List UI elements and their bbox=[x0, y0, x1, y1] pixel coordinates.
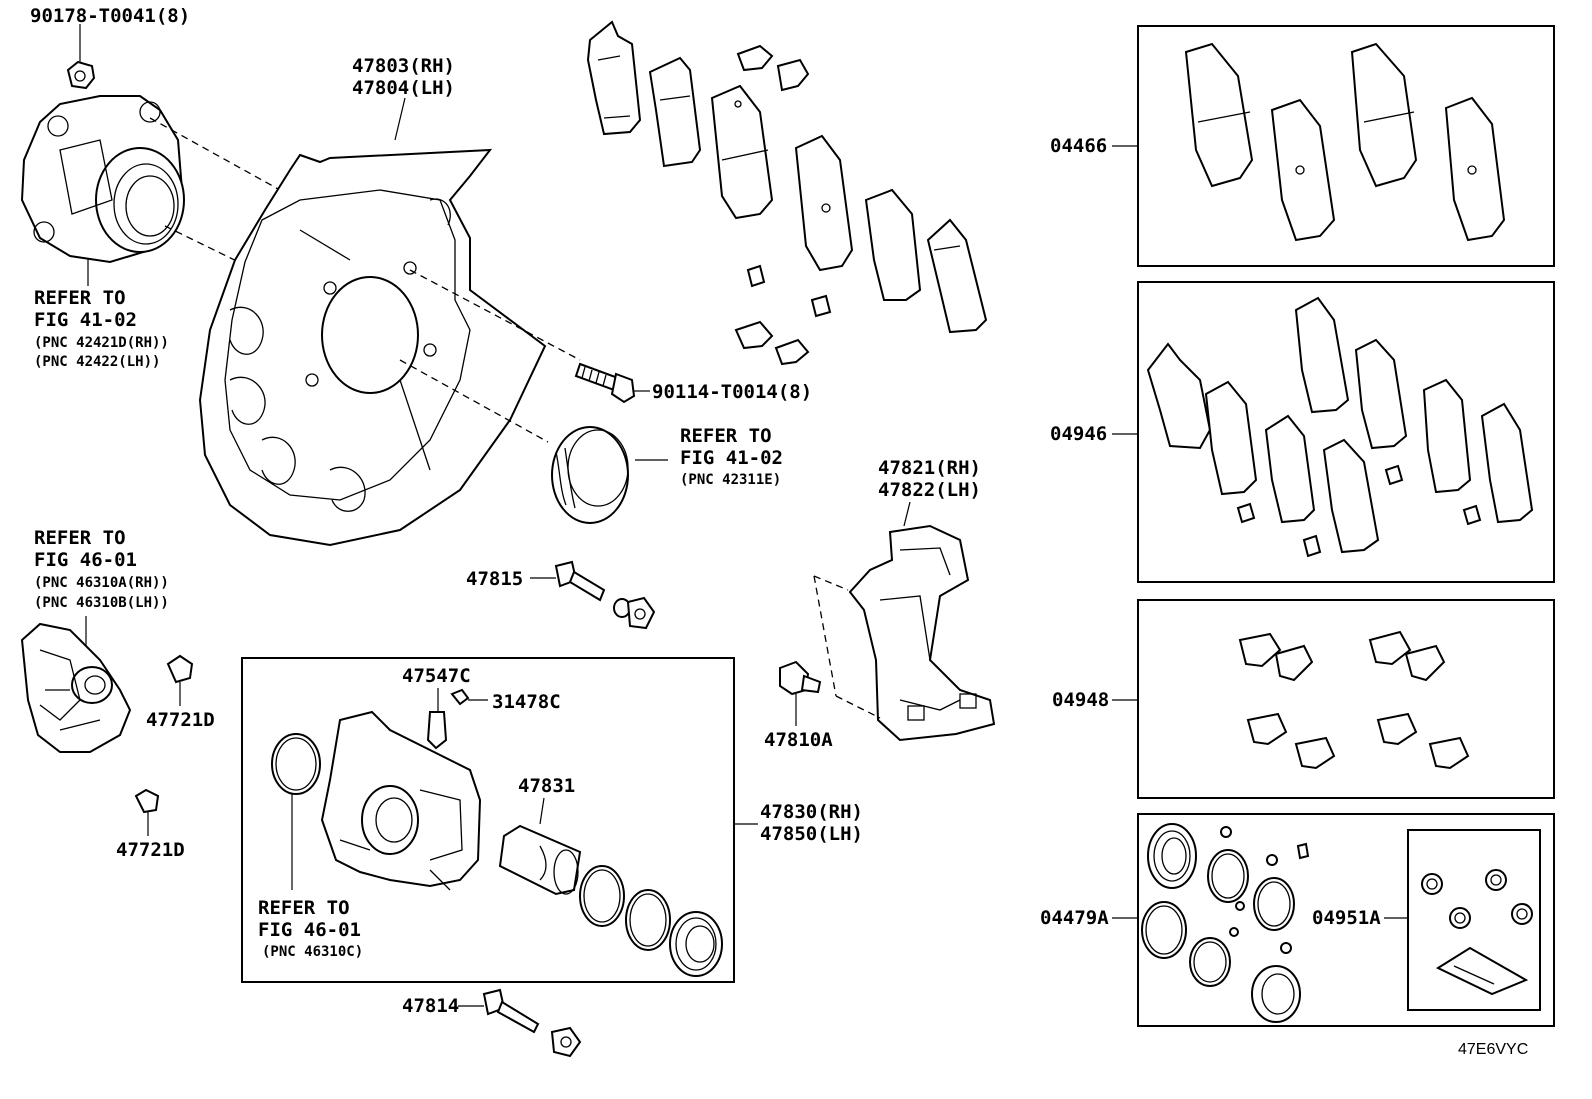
label-04466: 04466 bbox=[1050, 135, 1107, 157]
svg-text:REFER TO: REFER TO bbox=[34, 287, 126, 309]
label-47850: 47850(LH) bbox=[760, 823, 863, 845]
axle-hub-assembly[interactable] bbox=[20, 95, 185, 264]
label-90178: 90178-T0041(8) bbox=[30, 5, 190, 27]
label-04479a: 04479A bbox=[1040, 907, 1109, 929]
label-47803: 47803(RH) bbox=[352, 55, 455, 77]
svg-text:(PNC 42422(LH)): (PNC 42422(LH)) bbox=[34, 354, 160, 370]
nut-90178[interactable] bbox=[66, 60, 96, 90]
disc-brake-dust-cover[interactable] bbox=[198, 148, 547, 547]
piston-47831[interactable] bbox=[498, 824, 582, 896]
o-ring-large[interactable] bbox=[271, 733, 321, 795]
label-47721d-b: 47721D bbox=[116, 839, 185, 861]
label-47810a: 47810A bbox=[764, 729, 833, 751]
label-90114: 90114-T0014(8) bbox=[652, 381, 812, 403]
cylinder-kit-04479a[interactable] bbox=[1141, 823, 1310, 1023]
kit-box-04466 bbox=[1137, 25, 1555, 267]
pad-clips[interactable] bbox=[734, 44, 832, 366]
kit-box-04946 bbox=[1137, 281, 1555, 583]
label-31478c: 31478C bbox=[492, 691, 561, 713]
svg-text:(PNC 46310B(LH)): (PNC 46310B(LH)) bbox=[34, 595, 169, 611]
oil-seal-ring[interactable] bbox=[551, 426, 629, 524]
brake-caliper-assembly[interactable] bbox=[20, 622, 132, 753]
piston-seals[interactable] bbox=[579, 865, 723, 977]
kit-box-04948 bbox=[1137, 599, 1555, 799]
label-04946: 04946 bbox=[1050, 423, 1107, 445]
pad-kit-04466[interactable] bbox=[1184, 42, 1506, 242]
refer-seal-note: REFER TO FIG 41-02 (PNC 42311E) bbox=[680, 425, 783, 488]
slide-pin-47814[interactable] bbox=[482, 988, 582, 1058]
label-47830: 47830(RH) bbox=[760, 801, 863, 823]
label-47814: 47814 bbox=[402, 995, 459, 1017]
bolt-47810a[interactable] bbox=[779, 660, 822, 696]
svg-text:FIG 46-01: FIG 46-01 bbox=[34, 549, 137, 571]
refer-hub-note: REFER TO FIG 41-02 (PNC 42421D(RH)) (PNC… bbox=[34, 287, 169, 370]
svg-text:FIG 41-02: FIG 41-02 bbox=[680, 447, 783, 469]
cap-31478c[interactable] bbox=[450, 688, 470, 706]
boot-kit-04951a[interactable] bbox=[1421, 869, 1533, 996]
clip-kit-04948[interactable] bbox=[1238, 630, 1470, 770]
cylinder-body[interactable] bbox=[320, 710, 482, 891]
svg-text:(PNC 46310A(RH)): (PNC 46310A(RH)) bbox=[34, 575, 169, 591]
bleeder-47721d-upper[interactable] bbox=[166, 654, 194, 684]
svg-text:(PNC 46310C): (PNC 46310C) bbox=[262, 944, 363, 960]
svg-text:FIG 41-02: FIG 41-02 bbox=[34, 309, 137, 331]
svg-text:FIG 46-01: FIG 46-01 bbox=[258, 919, 361, 941]
caliper-mounting-bracket[interactable] bbox=[848, 524, 996, 742]
slide-pin-47815[interactable] bbox=[554, 560, 656, 630]
label-04948: 04948 bbox=[1052, 689, 1109, 711]
label-47804: 47804(LH) bbox=[352, 77, 455, 99]
bleeder-plug-47547c[interactable] bbox=[426, 711, 448, 750]
svg-text:REFER TO: REFER TO bbox=[258, 897, 350, 919]
label-47821: 47821(RH) bbox=[878, 457, 981, 479]
cylinder-assembly-box bbox=[241, 657, 735, 983]
svg-text:REFER TO: REFER TO bbox=[680, 425, 772, 447]
refer-oring-note: REFER TO FIG 46-01 (PNC 46310C) bbox=[258, 897, 363, 960]
label-47721d-a: 47721D bbox=[146, 709, 215, 731]
svg-text:(PNC 42311E): (PNC 42311E) bbox=[680, 472, 781, 488]
label-47831: 47831 bbox=[518, 775, 575, 797]
svg-text:(PNC 42421D(RH)): (PNC 42421D(RH)) bbox=[34, 335, 169, 351]
refer-caliper-note: REFER TO FIG 46-01 (PNC 46310A(RH)) (PNC… bbox=[34, 527, 169, 611]
kit-box-04479a bbox=[1137, 813, 1555, 1027]
brake-pads-exploded[interactable] bbox=[586, 20, 988, 334]
label-47815: 47815 bbox=[466, 568, 523, 590]
bleeder-47721d-lower[interactable] bbox=[134, 788, 160, 814]
shim-kit-04946[interactable] bbox=[1146, 296, 1534, 558]
bolt-90114[interactable] bbox=[574, 362, 636, 404]
label-47547c: 47547C bbox=[402, 665, 471, 687]
label-04951a: 04951A bbox=[1312, 907, 1381, 929]
svg-text:REFER TO: REFER TO bbox=[34, 527, 126, 549]
diagram-code: 47E6VYC bbox=[1458, 1041, 1528, 1058]
label-47822: 47822(LH) bbox=[878, 479, 981, 501]
kit-box-04951a bbox=[1407, 829, 1541, 1011]
